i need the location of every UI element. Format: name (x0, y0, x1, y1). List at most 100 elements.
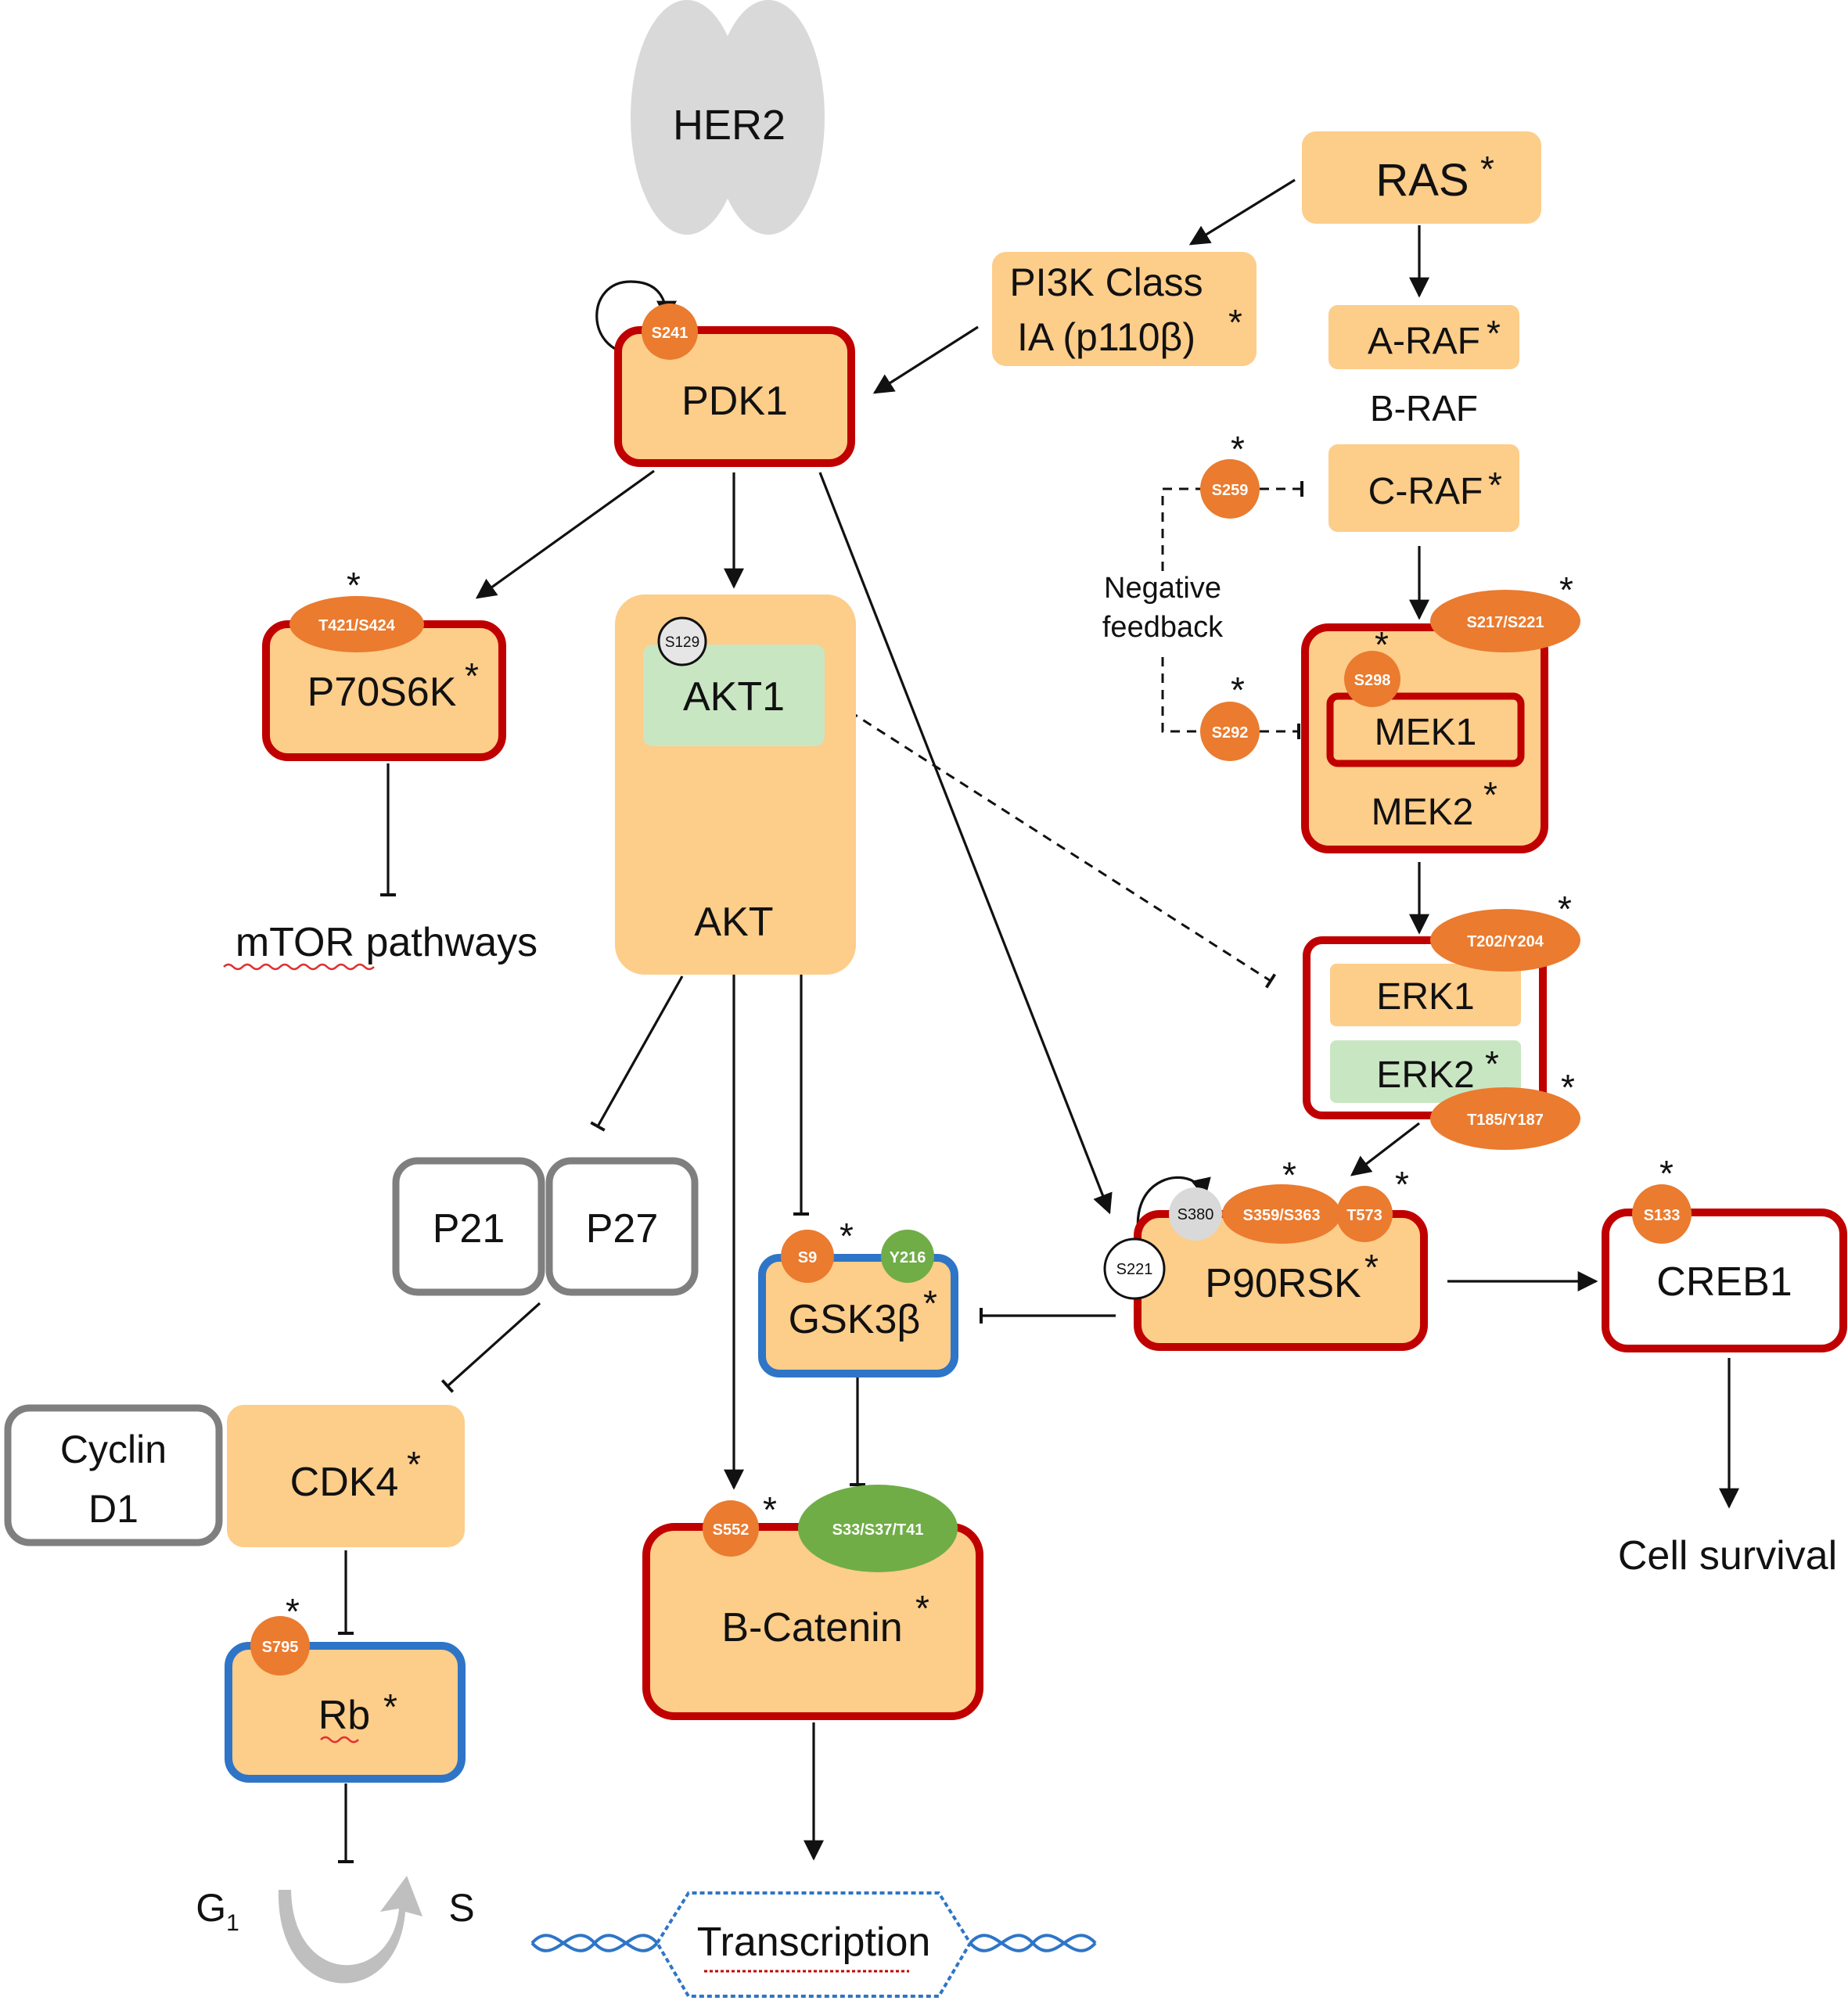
site-s9 (781, 1230, 834, 1283)
cyclin-d1-box (4, 1404, 223, 1546)
site-t573-asterisk: * (1395, 1164, 1409, 1205)
site-s298 (1344, 651, 1400, 707)
site-s259-label: S259 (1212, 482, 1249, 499)
site-s292-label: S292 (1212, 724, 1249, 742)
phosphorylation-sites: S241 T421/S424 * S129 S259 * S292 * S298… (250, 304, 1692, 1676)
site-y216 (881, 1230, 934, 1283)
negative-feedback-line2: feedback (1102, 611, 1224, 644)
mek2-label: MEK2 (1372, 792, 1474, 833)
site-t202-y204-label: T202/Y204 (1467, 933, 1544, 950)
araf-node: A-RAF * (1328, 305, 1519, 369)
erk1-label: ERK1 (1376, 976, 1474, 1018)
site-s33-s37-t41-label: S33/S37/T41 (832, 1521, 924, 1539)
p21-box (392, 1157, 545, 1296)
site-t421-s424 (289, 596, 424, 652)
mek-node: MEK1 MEK2 * (1301, 623, 1548, 853)
edge-pdk1-p90rsk (818, 472, 1113, 1215)
pi3k-label-line2: IA (p110β) (1017, 315, 1195, 359)
edge-pdk1-p70s6k (475, 469, 655, 599)
cdk4-asterisk: * (407, 1444, 421, 1485)
site-t202-y204 (1430, 909, 1580, 972)
pi3k-node: PI3K Class IA (p110β) * (992, 252, 1257, 366)
mek1-label: MEK1 (1375, 712, 1477, 753)
araf-box (1328, 305, 1519, 369)
site-t185-y187-label: T185/Y187 (1467, 1112, 1544, 1129)
erk-node: ERK1 ERK2 * (1303, 936, 1547, 1119)
site-s129-label: S129 (665, 634, 699, 651)
bcatenin-asterisk: * (915, 1588, 929, 1629)
ras-box (1302, 131, 1541, 224)
g1-to-s-arrow (278, 1876, 422, 1984)
cell-survival-label: Cell survival (1618, 1533, 1837, 1579)
creb1-box (1602, 1209, 1847, 1352)
pdk1-node: PDK1 (614, 326, 855, 467)
craf-asterisk: * (1488, 465, 1502, 505)
rb-asterisk: * (383, 1686, 397, 1727)
dna-helix-left-2 (530, 1934, 659, 1952)
site-t421-s424-label: T421/S424 (318, 617, 396, 634)
dna-helix-right-2 (969, 1934, 1097, 1952)
cdk4-box (227, 1405, 465, 1547)
cyclin-d1-node: Cyclin D1 (4, 1404, 223, 1546)
site-t573 (1336, 1186, 1393, 1242)
site-s259-asterisk: * (1231, 429, 1245, 469)
gsk3b-label: GSK3β (789, 1297, 921, 1342)
site-s241 (642, 304, 698, 360)
edge-negative-feedback (1161, 487, 1205, 733)
site-s292 (1200, 702, 1260, 761)
ras-asterisk: * (1480, 149, 1494, 189)
akt1-label: AKT1 (683, 674, 785, 720)
rb-box (225, 1642, 466, 1783)
g1-label: G1 (196, 1886, 239, 1936)
p90rsk-label: P90RSK (1205, 1261, 1361, 1306)
mtor-spellcheck-underline (223, 963, 375, 971)
cdk4-node: CDK4 * (227, 1405, 465, 1547)
transcription-node: Transcription (530, 1891, 1097, 1998)
cell-cycle: G1 S (196, 1876, 475, 1984)
araf-asterisk: * (1487, 313, 1501, 354)
site-s133 (1632, 1184, 1692, 1244)
site-s795-label: S795 (262, 1639, 299, 1656)
pdk1-label: PDK1 (681, 379, 788, 424)
rb-node: Rb * (225, 1642, 466, 1783)
site-s552-label: S552 (713, 1521, 750, 1539)
g1-letter: G (196, 1886, 226, 1930)
g1-subscript: 1 (226, 1910, 239, 1936)
edge-akt1-erk (835, 701, 1277, 989)
creb1-label: CREB1 (1656, 1259, 1792, 1305)
her2-label: HER2 (673, 102, 786, 149)
p70s6k-node: P70S6K * (262, 620, 506, 761)
erk2-label: ERK2 (1376, 1054, 1474, 1096)
her2-left-lobe (631, 0, 743, 235)
s-phase-label: S (448, 1886, 474, 1930)
site-t185-y187 (1430, 1087, 1580, 1150)
p90rsk-asterisk: * (1364, 1247, 1379, 1288)
cdk4-label: CDK4 (290, 1460, 399, 1505)
cyclin-label-line2: D1 (88, 1487, 138, 1531)
ras-label: RAS (1375, 155, 1469, 206)
mek2-asterisk: * (1483, 774, 1497, 815)
pi3k-asterisk: * (1228, 302, 1242, 343)
ras-node: RAS * (1302, 131, 1541, 224)
p21-label: P21 (433, 1206, 505, 1252)
site-s298-asterisk: * (1375, 624, 1389, 665)
pi3k-label-line1: PI3K Class (1009, 260, 1203, 304)
craf-node: C-RAF * (1328, 444, 1519, 532)
site-s292-asterisk: * (1231, 670, 1245, 710)
p70s6k-asterisk: * (465, 656, 479, 696)
site-s552-asterisk: * (763, 1489, 777, 1530)
edges (338, 178, 1739, 1863)
site-s359-s363-label: S359/S363 (1243, 1207, 1321, 1224)
mek1-box (1326, 692, 1525, 767)
site-s217-s221 (1430, 590, 1580, 652)
negative-feedback-note: Negative feedback (1102, 572, 1224, 644)
site-s221 (1103, 1237, 1166, 1300)
site-t202-y204-asterisk: * (1558, 889, 1572, 929)
akt-node: AKT1 AKT (615, 594, 856, 975)
p21-p27-node: P21 P27 (392, 1157, 699, 1296)
site-s129 (657, 616, 707, 666)
site-s133-label: S133 (1644, 1207, 1681, 1224)
pdk1-box (614, 326, 855, 467)
site-s33-s37-t41 (798, 1485, 958, 1572)
